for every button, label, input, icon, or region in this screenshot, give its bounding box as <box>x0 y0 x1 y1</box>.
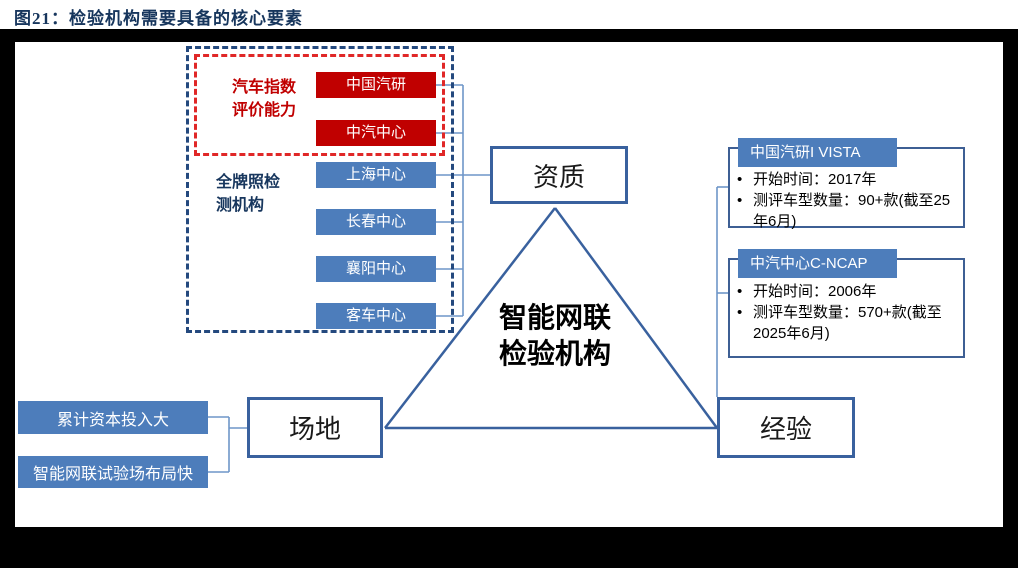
figure-title: 图21：检验机构需要具备的核心要素 <box>14 9 303 28</box>
triangle-outline <box>384 207 719 430</box>
bullet-item: • 测评车型数量：570+款(截至2025年6月) <box>737 302 963 344</box>
license-label-line2: 测机构 <box>216 197 265 214</box>
center-node-changchun: 长春中心 <box>316 209 436 235</box>
center-node-keche: 客车中心 <box>316 303 436 329</box>
triangle-center-label: 智能网联 检验机构 <box>455 300 655 372</box>
center-node-zhongqizhongxin: 中汽中心 <box>316 120 436 146</box>
bullet-text: 开始时间：2006年 <box>753 283 877 300</box>
experience-card-ivista-title: 中国汽研I VISTA <box>738 138 897 167</box>
bullet-icon: • <box>737 192 743 209</box>
bullet-icon: • <box>737 283 743 300</box>
bullet-text: 开始时间：2017年 <box>753 171 877 188</box>
experience-card-cncap-title: 中汽中心C-NCAP <box>738 249 897 278</box>
index-group-dashed-box <box>194 54 445 156</box>
site-factor-layout: 智能网联试验场布局快 <box>18 456 208 488</box>
center-node-xiangyang: 襄阳中心 <box>316 256 436 282</box>
vertex-site: 场地 <box>247 397 383 458</box>
triangle-center-line2: 检验机构 <box>498 338 611 369</box>
bullet-text: 测评车型数量：90+款(截至25年6月) <box>753 192 951 230</box>
bullet-item: • 测评车型数量：90+款(截至25年6月) <box>737 190 963 232</box>
bracket-lines <box>208 84 729 473</box>
bullet-icon: • <box>737 304 743 321</box>
license-group-dashed-box <box>186 46 454 333</box>
vertex-qualification: 资质 <box>490 146 628 204</box>
bullet-item: • 开始时间：2006年 <box>737 281 963 302</box>
site-factor-capital: 累计资本投入大 <box>18 401 208 434</box>
bullet-text: 测评车型数量：570+款(截至2025年6月) <box>753 304 942 342</box>
index-capability-label: 汽车指数 评价能力 <box>214 76 314 122</box>
index-capability-line2: 评价能力 <box>231 102 296 119</box>
center-node-shanghai: 上海中心 <box>316 162 436 188</box>
triangle-center-line1: 智能网联 <box>498 302 611 333</box>
license-label-line1: 全牌照检 <box>216 174 281 191</box>
vertex-experience: 经验 <box>717 397 855 458</box>
index-capability-line1: 汽车指数 <box>231 79 296 96</box>
center-node-zhongguoqiyan: 中国汽研 <box>316 72 436 98</box>
bullet-item: • 开始时间：2017年 <box>737 169 963 190</box>
bullet-icon: • <box>737 171 743 188</box>
license-group-label: 全牌照检 测机构 <box>216 171 326 217</box>
experience-card-ivista-bullets: • 开始时间：2017年 • 测评车型数量：90+款(截至25年6月) <box>737 169 963 232</box>
experience-card-cncap-bullets: • 开始时间：2006年 • 测评车型数量：570+款(截至2025年6月) <box>737 281 963 344</box>
